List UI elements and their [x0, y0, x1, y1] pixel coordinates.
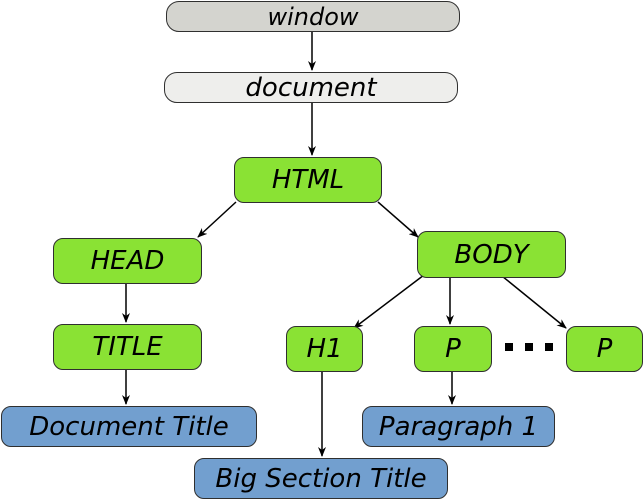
edge-html-body: [377, 201, 419, 238]
edge-body-p2: [501, 275, 567, 329]
head-node: HEAD: [53, 238, 202, 284]
edge-html-head: [197, 201, 237, 238]
window-node: window: [166, 1, 460, 32]
big-section-title-text-node: Big Section Title: [194, 458, 448, 499]
p-node-2: P: [566, 326, 643, 372]
p-node-1: P: [414, 326, 492, 372]
body-node: BODY: [417, 231, 566, 278]
h1-node: H1: [286, 326, 363, 372]
paragraph-1-text-node: Paragraph 1: [362, 406, 555, 447]
ellipsis-dots: [505, 343, 553, 351]
html-node: HTML: [234, 157, 382, 203]
document-title-text-node: Document Title: [1, 406, 257, 447]
title-node: TITLE: [53, 324, 202, 370]
document-node: document: [164, 72, 458, 103]
edge-body-h1: [353, 274, 425, 329]
